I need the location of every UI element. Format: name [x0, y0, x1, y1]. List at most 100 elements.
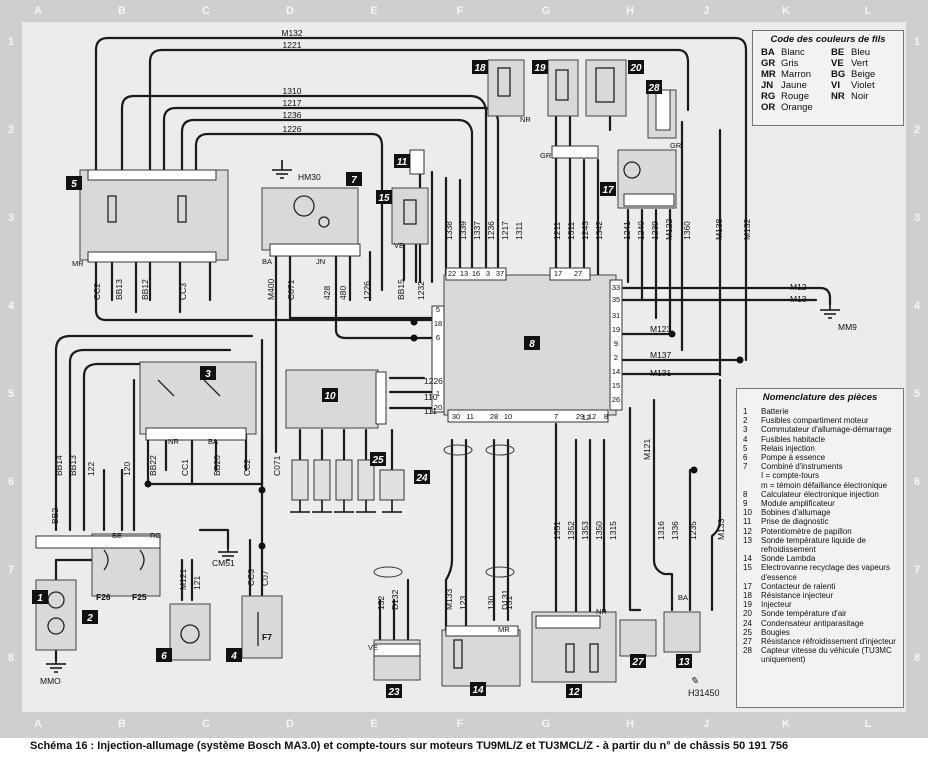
component-tag-23: 23 — [386, 684, 402, 698]
component-tag-6: 6 — [156, 648, 172, 662]
bus-wire-label: 1310 — [283, 86, 302, 96]
color-name: Bleu — [851, 47, 871, 58]
injector-box — [547, 59, 579, 117]
nomenclature-label: Sonde Lambda — [761, 554, 816, 564]
nomenclature-label: Capteur vitesse du véhicule (TU3MC uniqu… — [761, 646, 892, 665]
ecu-pin: 22 — [448, 269, 456, 278]
bus-wire-label: 1221 — [283, 40, 302, 50]
wire-label: 1235 — [688, 521, 698, 540]
grid-row-1-left: 1 — [7, 36, 15, 48]
component-number: 19 — [534, 63, 546, 74]
ecu-pin: 10 — [504, 412, 512, 421]
wire-color-tag: NR — [596, 607, 607, 616]
grid-row-7-right: 7 — [913, 564, 921, 576]
color-name: Marron — [781, 69, 812, 80]
nomenclature-number: 5 — [743, 443, 748, 453]
wire-color-tag: GR — [670, 141, 682, 150]
grid-column-g-bottom: G — [541, 718, 551, 730]
wire-label: 1236 — [486, 221, 496, 240]
component-tag-3: 3 — [200, 366, 216, 380]
wire-color-tag: NR — [168, 437, 179, 446]
wire-label: BB2 — [50, 508, 60, 524]
fuse-box-cabin — [241, 595, 283, 659]
nomenclature-label: Commutateur d'allumage-démarrage — [761, 425, 892, 435]
grid-column-a-top: A — [34, 5, 42, 17]
wire-label: 131 — [504, 596, 514, 610]
reference-code: H31450 — [688, 688, 720, 698]
nomenclature-label: Calculateur électronique injection — [761, 489, 879, 499]
ecu-pin: 5 — [436, 305, 440, 314]
evap-valve-box — [391, 187, 429, 245]
wire-label: 1338 — [444, 221, 454, 240]
wire-label: 1239 — [650, 221, 660, 240]
wire-label: C071 — [272, 455, 282, 476]
fuse-label: F7 — [262, 632, 272, 642]
nomenclature-number: 9 — [743, 499, 748, 509]
nomenclature-label: Bougies — [761, 627, 790, 637]
wire-label: 1311 — [514, 221, 524, 240]
bus-wire-label: 1217 — [283, 98, 302, 108]
nomenclature-label: Résistance réfroidissement d'injecteur — [761, 637, 896, 647]
grid-row-4-right: 4 — [913, 300, 921, 312]
grid-column-d-bottom: D — [286, 718, 294, 730]
color-code: NR — [831, 91, 845, 102]
component-tag-11: 11 — [394, 154, 410, 168]
nomenclature-number: 13 — [743, 535, 752, 545]
wire-label: M137 — [650, 350, 672, 360]
color-code: RG — [761, 91, 776, 102]
wire-label: 1336 — [670, 521, 680, 540]
nomenclature-number: 10 — [743, 508, 752, 518]
ecu-pin: 6 — [436, 333, 440, 342]
fuse-label: F26 — [96, 592, 111, 602]
wire-label: 1315 — [608, 521, 618, 540]
wire-label: 1342 — [594, 221, 604, 240]
grid-row-7-left: 7 — [7, 564, 15, 576]
coolant-temp-box — [663, 611, 701, 653]
component-number: 23 — [387, 687, 400, 698]
nomenclature-number: 1 — [743, 407, 748, 416]
nomenclature-label: Combiné d'instruments — [761, 462, 843, 472]
wire-label: CC2 — [92, 283, 102, 300]
component-tag-17: 17 — [600, 182, 616, 196]
grid-column-k-top: K — [782, 5, 790, 17]
wire-color-tag: MR — [72, 259, 84, 268]
grid-row-3-left: 3 — [7, 212, 15, 224]
component-number: 28 — [647, 83, 660, 94]
wire-label: BB12 — [140, 279, 150, 300]
wire-color-tag: VE — [394, 241, 404, 250]
wire-color-tag: JN — [316, 257, 325, 266]
color-code: BA — [761, 47, 775, 58]
wire-color-tag: RG — [150, 531, 161, 540]
color-name: Blanc — [781, 47, 805, 58]
wire-label: M13 — [790, 294, 807, 304]
component-tag-19: 19 — [532, 60, 548, 74]
grid-column-l-bottom: L — [864, 718, 872, 730]
grid-row-8-right: 8 — [913, 652, 921, 664]
wire-label: 111 — [424, 406, 437, 416]
wire-label: BB13 — [114, 279, 124, 300]
bus-wire-label: 1236 — [283, 110, 302, 120]
wire-label: 1353 — [580, 521, 590, 540]
grid-column-b-top: B — [118, 5, 126, 17]
wire-color-tag: BA — [208, 437, 218, 446]
component-tag-1: 1 — [32, 590, 48, 604]
wire-label: BB20 — [212, 455, 222, 476]
wire-label: 1243 — [580, 221, 590, 240]
nomenclature-number: 12 — [743, 526, 752, 536]
component-number: 15 — [378, 193, 390, 204]
grid-column-j-bottom: J — [702, 718, 710, 730]
wire-label: 1232 — [416, 281, 426, 300]
color-name: Violet — [851, 80, 875, 91]
component-number: 7 — [351, 175, 357, 186]
nomenclature-number: 25 — [743, 627, 752, 637]
component-tag-12: 12 — [566, 684, 582, 698]
component-number: 14 — [472, 685, 484, 696]
nomenclature-item: m = témoin défaillance électronique — [743, 481, 903, 490]
